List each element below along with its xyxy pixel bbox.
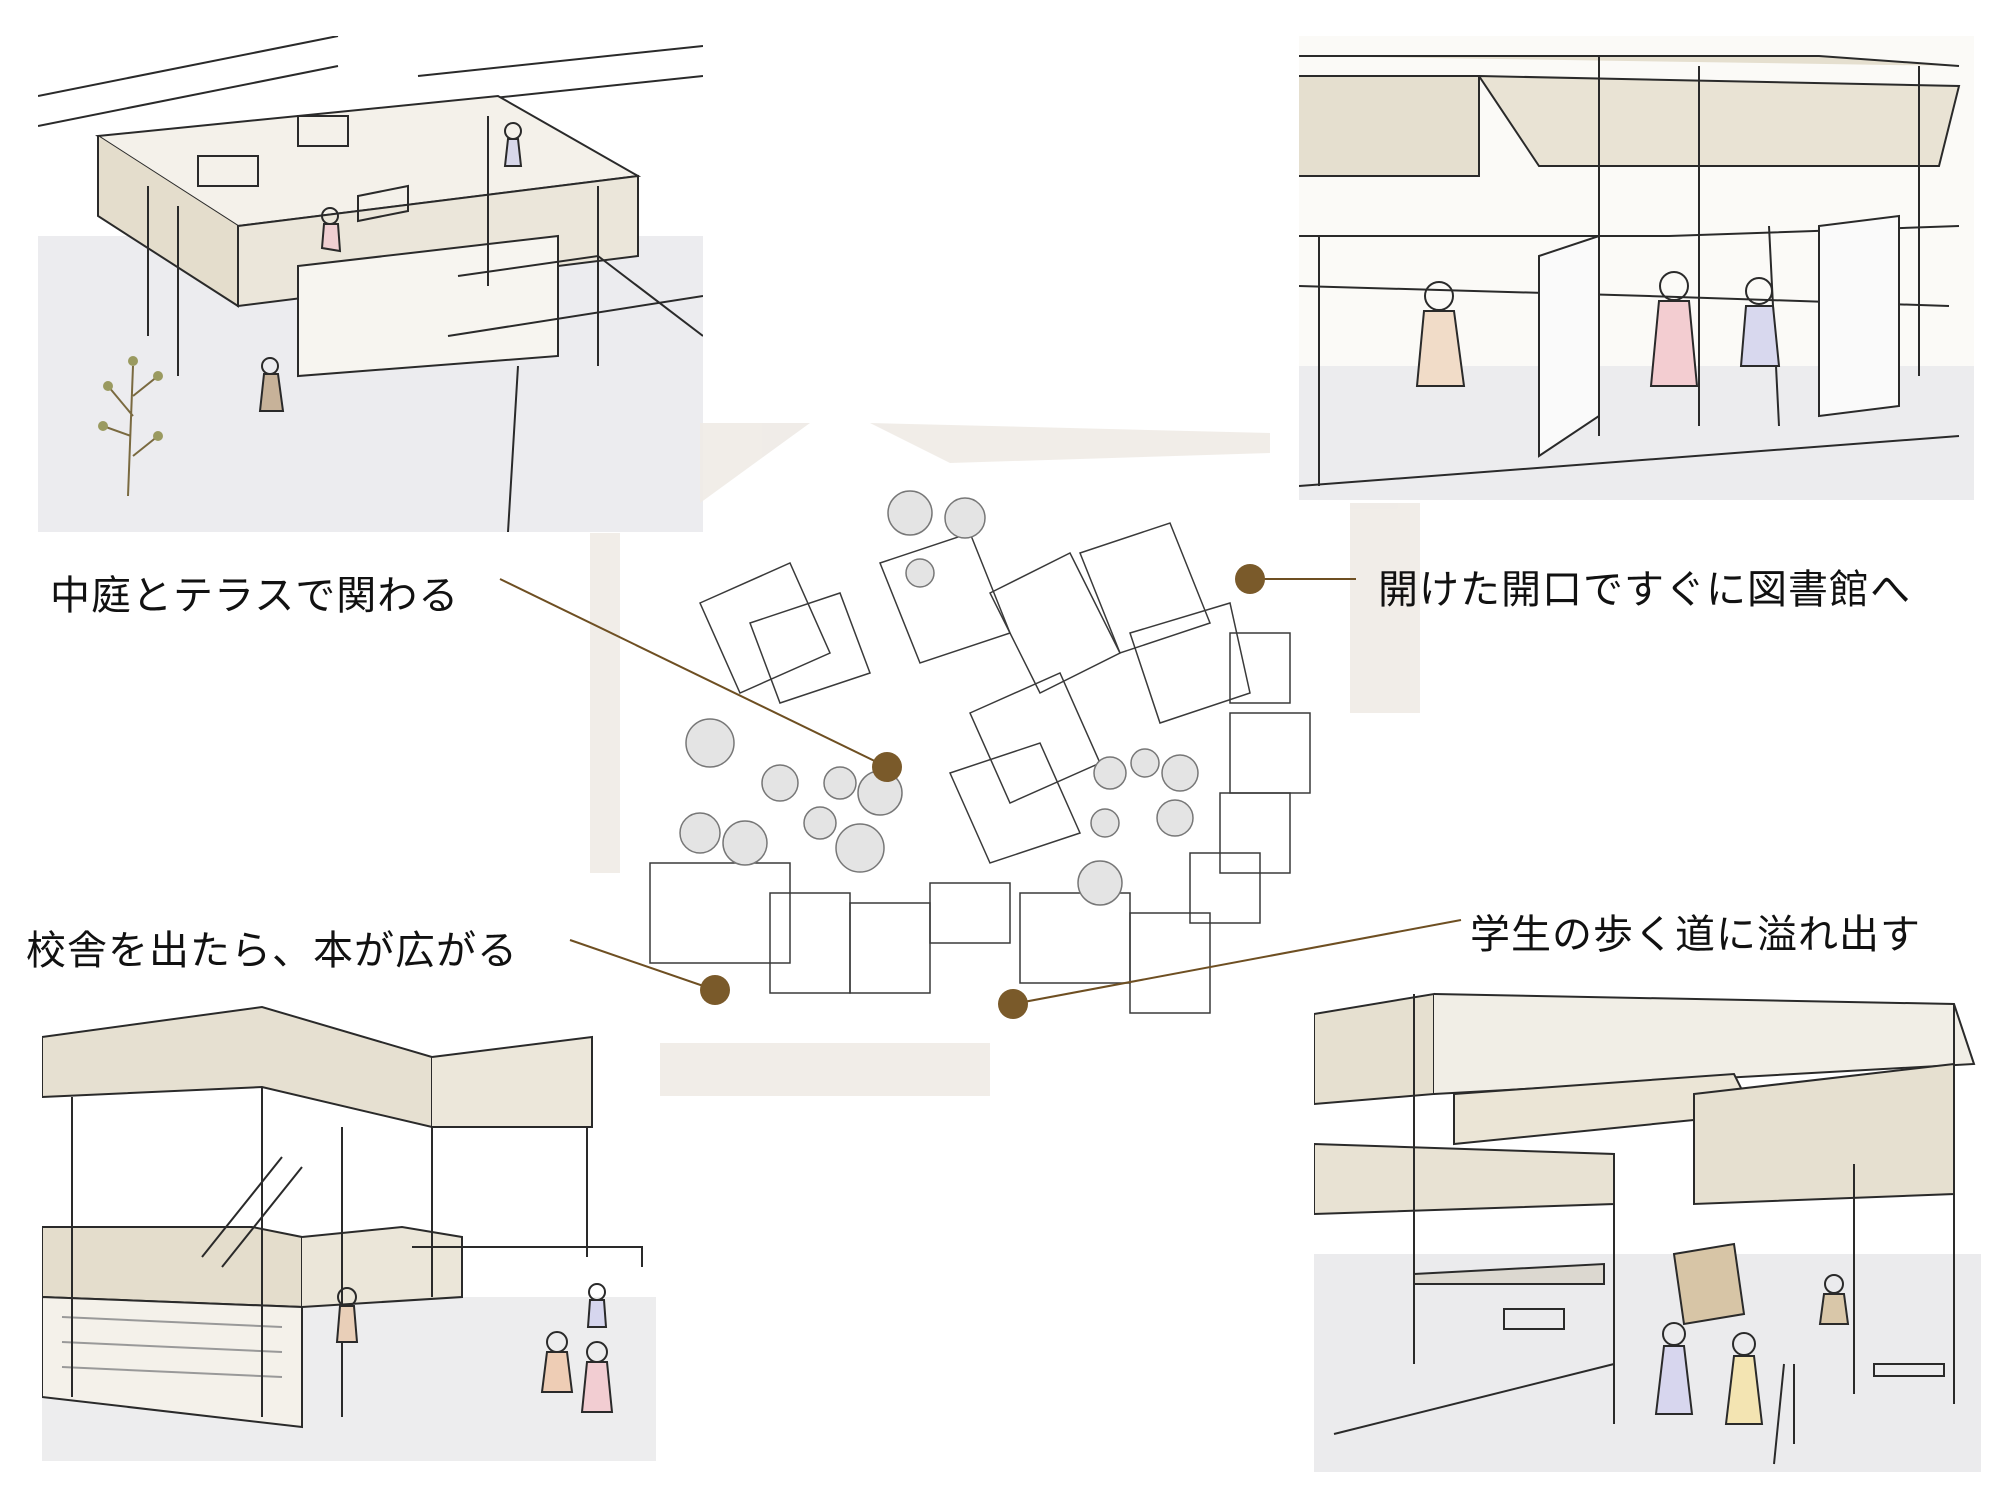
site-plan xyxy=(590,423,1426,1096)
label-courtyard: 中庭とテラスで関わる xyxy=(50,573,460,619)
label-school: 校舎を出たら、本が広がる xyxy=(26,928,518,974)
trees xyxy=(679,490,1199,906)
sketch-student-street xyxy=(1314,964,1981,1472)
sketch-school-library xyxy=(42,997,656,1461)
label-opening: 開けた開口ですぐに図書館へ xyxy=(1378,567,1911,613)
building-blocks xyxy=(649,522,1311,1014)
sketch-library-opening xyxy=(1299,36,1974,500)
sketch-courtyard-terrace xyxy=(38,36,703,532)
label-street: 学生の歩く道に溢れ出す xyxy=(1470,912,1921,958)
